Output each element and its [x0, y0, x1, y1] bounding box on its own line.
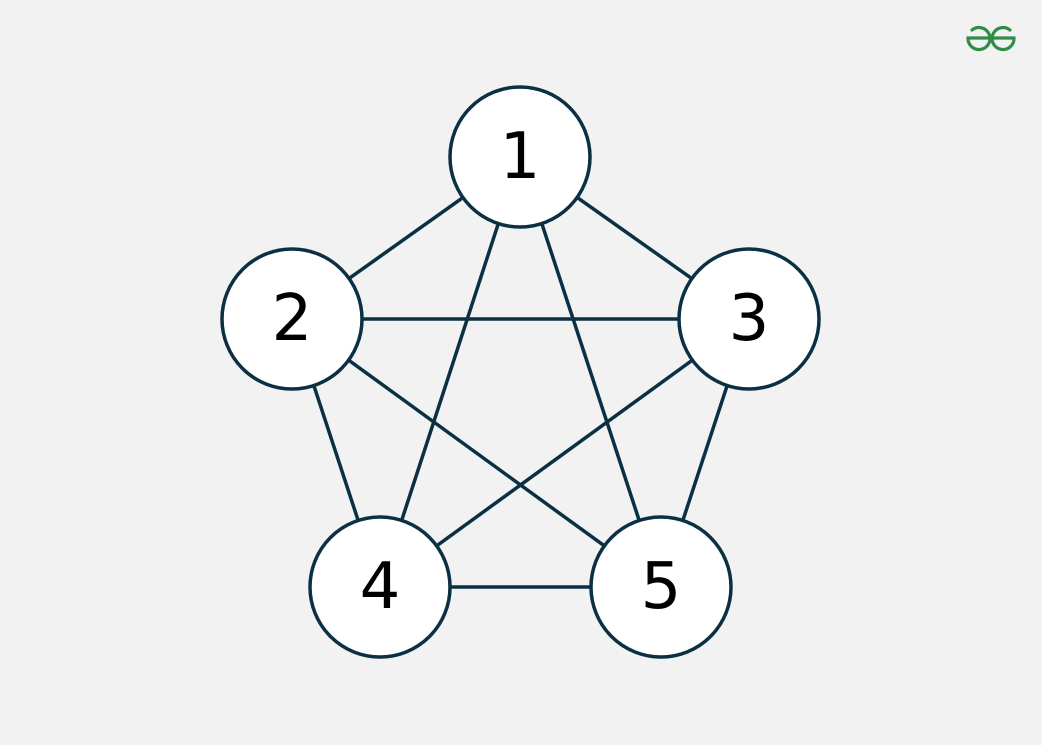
node-label: 1: [500, 120, 541, 194]
edge-3-4: [378, 317, 751, 589]
node-circle: [220, 247, 364, 391]
node-label: 3: [729, 282, 770, 356]
node-2: 2: [220, 247, 364, 391]
node-4: 4: [308, 515, 452, 659]
node-label: 4: [360, 550, 401, 624]
gfg-logo-icon: [966, 25, 1016, 52]
node-5: 5: [589, 515, 733, 659]
edge-2-5: [290, 317, 663, 589]
edge-1-4: [378, 156, 522, 588]
node-3: 3: [677, 247, 821, 391]
node-layer: 1 2 3 4 5: [220, 85, 821, 659]
node-label: 5: [641, 550, 682, 624]
node-1: 1: [448, 85, 592, 229]
node-circle: [589, 515, 733, 659]
node-circle: [308, 515, 452, 659]
edge-1-5: [518, 156, 663, 588]
node-circle: [448, 85, 592, 229]
node-label: 2: [272, 282, 313, 356]
node-circle: [677, 247, 821, 391]
